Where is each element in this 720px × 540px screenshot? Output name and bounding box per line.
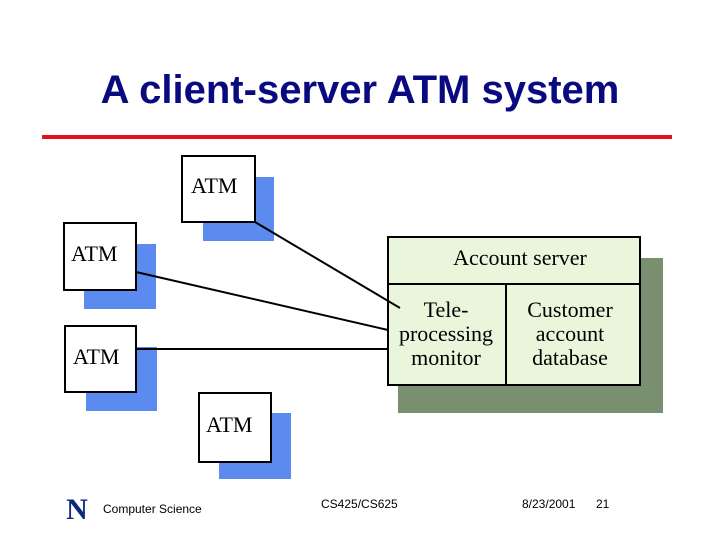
atm-label: ATM	[206, 412, 252, 437]
connection-line	[254, 221, 401, 309]
connection-line	[135, 271, 389, 331]
account-server-box	[387, 236, 641, 386]
database-line: database	[532, 345, 608, 370]
department-label: Computer Science	[103, 502, 202, 516]
atm-label: ATM	[191, 173, 237, 198]
atm-box	[63, 222, 137, 291]
page-number: 21	[596, 497, 610, 511]
atm-label: ATM	[71, 241, 117, 266]
logo-letter: N	[66, 496, 88, 522]
database-line: Customer	[527, 297, 613, 322]
atm-box	[198, 392, 272, 463]
monitor-line: processing	[399, 321, 493, 346]
date-label: 8/23/2001	[522, 497, 576, 511]
atm-box	[64, 325, 137, 393]
slide-title: A client-server ATM system	[100, 68, 620, 112]
course-label: CS425/CS625	[321, 497, 398, 511]
monitor-line: Tele-	[424, 297, 469, 322]
university-logo: N	[66, 496, 88, 522]
title-divider	[42, 135, 672, 139]
atm-box	[181, 155, 256, 223]
database-line: account	[536, 321, 604, 346]
atm-label: ATM	[73, 344, 119, 369]
monitor-line: monitor	[411, 345, 481, 370]
server-title: Account server	[453, 245, 587, 270]
